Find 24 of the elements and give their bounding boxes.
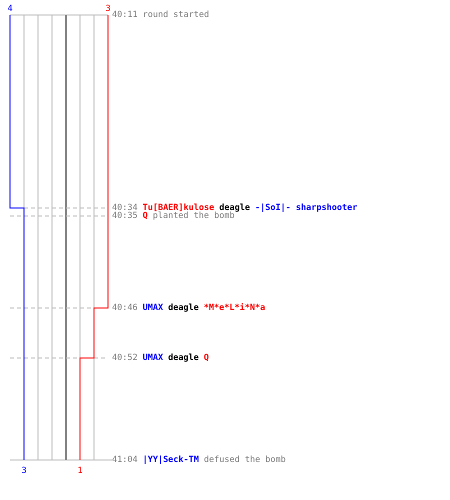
player-count: 3: [21, 466, 27, 476]
timestamp: 40:35: [112, 211, 138, 221]
player-name: UMAX: [142, 353, 164, 363]
player-name: Q: [204, 353, 209, 363]
timestamp: 40:52: [112, 353, 138, 363]
event-text: defused the bomb: [204, 455, 286, 465]
weapon-name: deagle: [219, 203, 250, 213]
event-text: planted the bomb: [152, 211, 235, 221]
timestamp: 40:46: [112, 303, 138, 313]
player-name: Tu[BAER]kulose: [142, 203, 214, 213]
timestamp: 41:04: [112, 455, 138, 465]
player-name: *M*e*L*i*N*a: [204, 303, 266, 313]
player-name: -|SoI|- sharpshooter: [254, 203, 358, 213]
player-count: 4: [7, 4, 13, 14]
player-name: Q: [142, 211, 148, 221]
event-text: round started: [142, 10, 210, 20]
player-name: |YY|Seck-TM: [142, 455, 199, 465]
timestamp: 40:34: [112, 203, 138, 213]
weapon-name: deagle: [168, 303, 199, 313]
weapon-name: deagle: [168, 353, 199, 363]
player-name: UMAX: [142, 303, 164, 313]
timestamp: 40:11: [112, 10, 138, 20]
player-count: 3: [105, 4, 111, 14]
player-count: 1: [77, 466, 83, 476]
